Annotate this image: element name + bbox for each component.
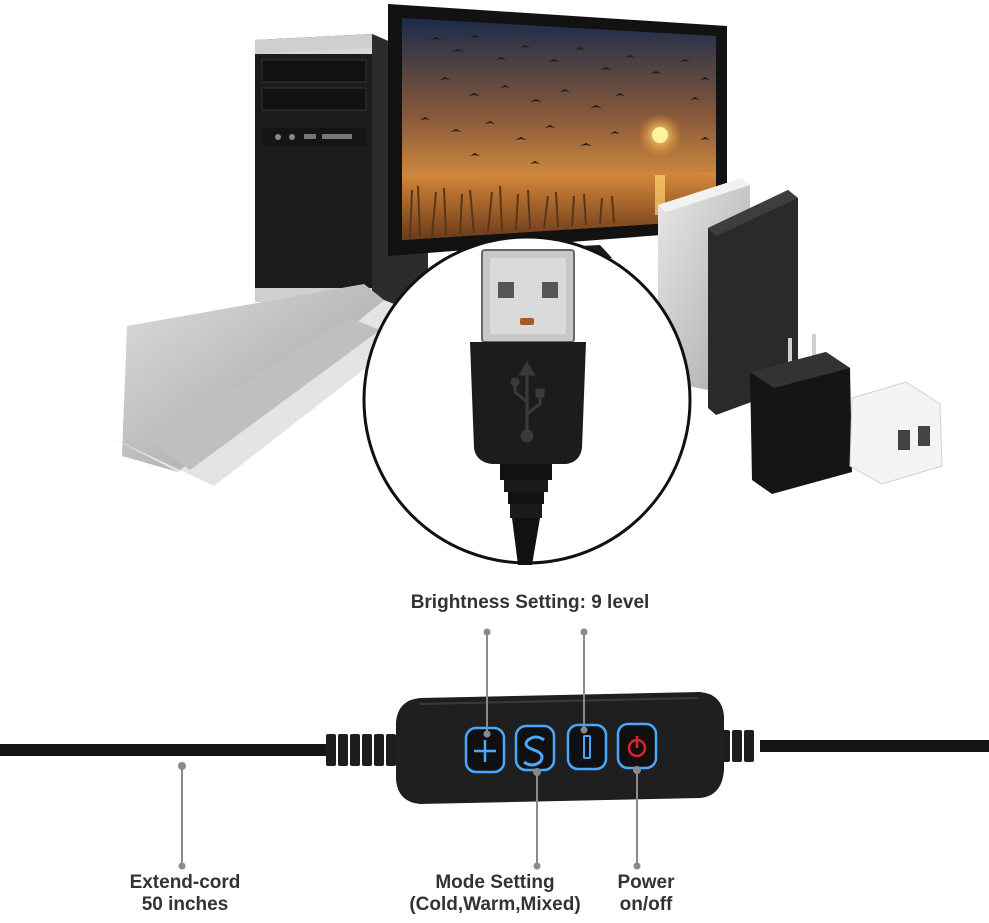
laptop	[108, 284, 430, 486]
extend-cord-line2: 50 inches	[141, 894, 229, 915]
mode-setting-label: Mode Setting (Cold,Warm,Mixed)	[370, 872, 620, 916]
callout-lines	[181, 632, 638, 866]
mode-s-icon	[523, 735, 545, 767]
plus-icon	[474, 740, 496, 762]
power-label: Power on/off	[598, 872, 694, 916]
mode-setting-line2: (Cold,Warm,Mixed)	[409, 894, 581, 915]
extend-cord-label: Extend-cord 50 inches	[90, 872, 280, 916]
brightness-setting-label: Brightness Setting: 9 level	[410, 592, 650, 613]
power-line1: Power	[617, 872, 675, 893]
power-line2: on/off	[619, 894, 673, 915]
plus-button[interactable]	[464, 726, 506, 774]
white-charger	[849, 381, 943, 485]
inline-controller	[396, 692, 724, 804]
minus-button[interactable]	[566, 723, 608, 771]
extend-cord-line1: Extend-cord	[129, 872, 241, 893]
black-charger	[750, 334, 852, 494]
usb-trident-icon	[510, 361, 545, 443]
callout-dots	[178, 628, 641, 870]
monitor	[388, 4, 727, 262]
mode-setting-line1: Mode Setting	[435, 872, 555, 893]
power-bank-black	[708, 190, 798, 415]
minus-icon	[583, 735, 591, 759]
power-button[interactable]	[616, 722, 658, 770]
mode-button[interactable]	[514, 724, 556, 772]
power-icon	[627, 736, 647, 758]
